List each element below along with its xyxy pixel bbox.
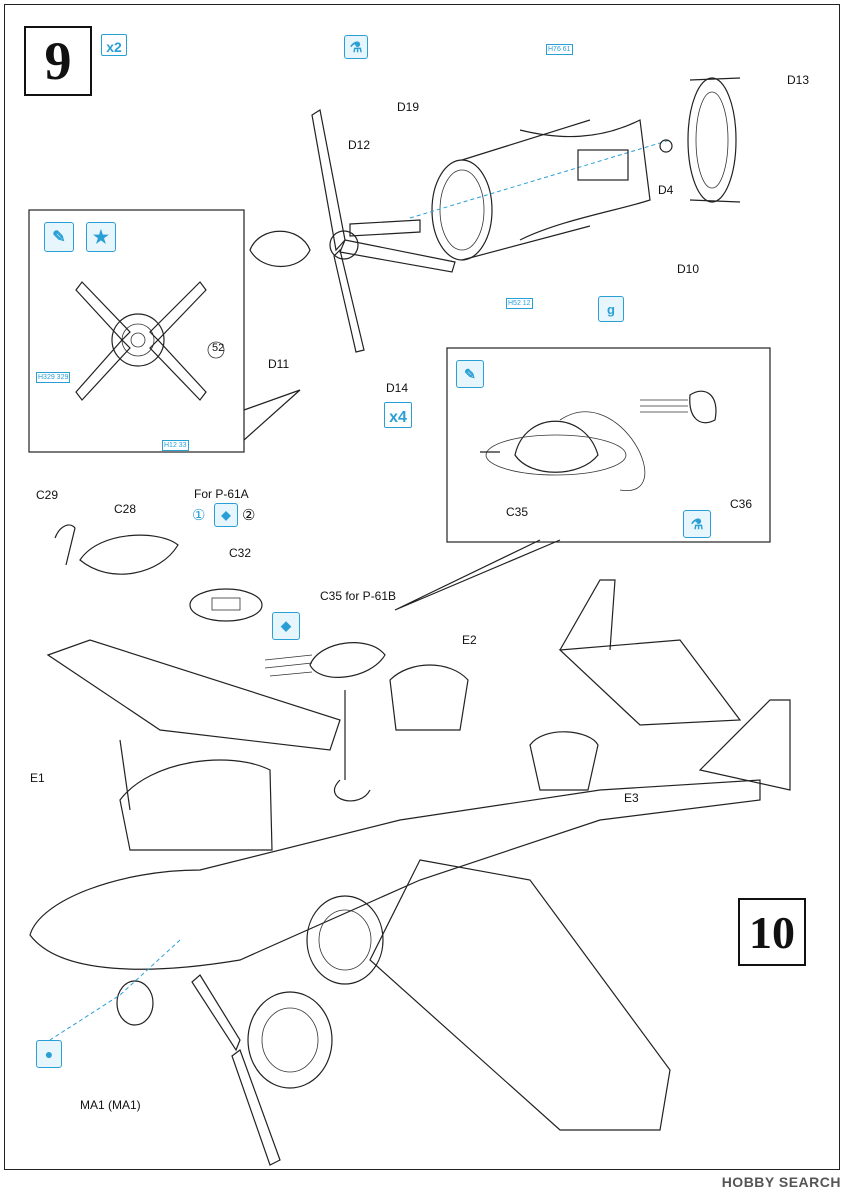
- choice-icon: ◆: [272, 612, 300, 640]
- step-number-10: 10: [738, 898, 806, 966]
- part-label-d11: D11: [268, 357, 290, 371]
- paint-ref: H76 61: [546, 44, 573, 55]
- engine-nacelle-drawing: [409, 77, 741, 261]
- part-label-c35: C35: [506, 505, 529, 519]
- aircraft-drawing: [29, 579, 791, 1166]
- propeller-drawing: [249, 109, 456, 353]
- part-label-e2: E2: [462, 633, 477, 647]
- paint-icon: ✎: [456, 360, 484, 388]
- choice-icon: ◆: [214, 503, 238, 527]
- cement-icon: ⚗: [683, 510, 711, 538]
- part-label-e3: E3: [624, 791, 639, 805]
- step-number-9: 9: [24, 26, 92, 96]
- part-label-c32: C32: [229, 546, 252, 560]
- paint-ref: H52 12: [506, 298, 533, 309]
- part-label-c35-p61b: C35 for P-61B: [320, 589, 397, 603]
- part-label-c28: C28: [114, 502, 137, 516]
- paint-icon: ✎: [44, 222, 74, 252]
- watermark: HOBBY SEARCH: [721, 1174, 841, 1190]
- canopy-parts: [54, 524, 263, 622]
- part-label-ma1: MA1 (MA1): [80, 1098, 141, 1112]
- part-label-e1: E1: [30, 771, 45, 785]
- for-p61a-note: For P-61A: [194, 487, 249, 501]
- option-1-marker: ①: [192, 507, 206, 524]
- qty-badge-prop: x4: [384, 402, 412, 428]
- part-label-d19: D19: [397, 100, 420, 114]
- part-label-d12: D12: [348, 138, 371, 152]
- part-label-d10: D10: [677, 262, 700, 276]
- part-label-c29: C29: [36, 488, 59, 502]
- part-label-c36: C36: [730, 497, 753, 511]
- qty-badge-step9: x2: [101, 34, 127, 56]
- cement-icon: ⚗: [344, 35, 368, 59]
- glue-drop-icon: ●: [36, 1040, 62, 1068]
- decal-number-52: 52: [212, 342, 225, 354]
- turret-inset: [394, 347, 771, 611]
- part-label-d14: D14: [386, 381, 409, 395]
- star-icon: ★: [86, 222, 116, 252]
- turret-b: [264, 642, 386, 780]
- part-label-d13: D13: [787, 73, 810, 87]
- option-2-marker: ②: [242, 507, 256, 524]
- spinner-inset: [28, 209, 301, 453]
- page-frame: [4, 4, 840, 1170]
- weight-icon: g: [598, 296, 624, 322]
- paint-ref: H12 33: [162, 440, 189, 451]
- part-label-d4: D4: [658, 183, 674, 197]
- paint-ref: H329 329: [36, 372, 71, 383]
